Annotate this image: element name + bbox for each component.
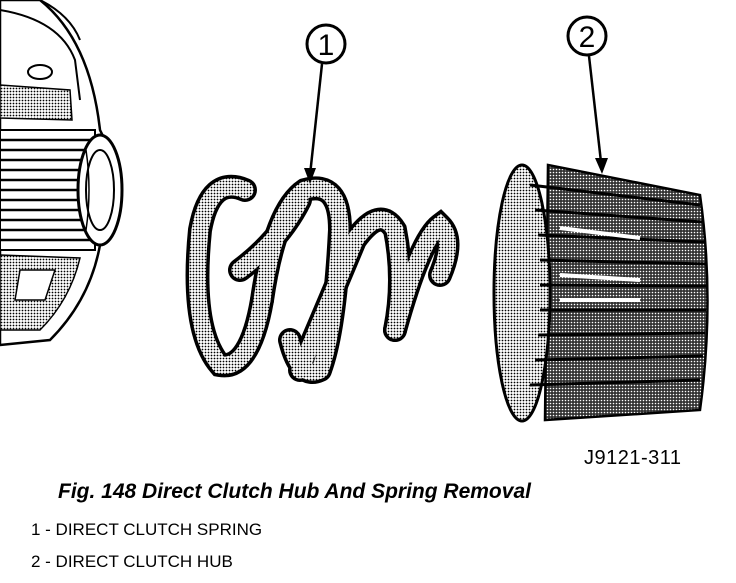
callout-2: 2 — [566, 15, 608, 174]
legend-item-spring: 1 - DIRECT CLUTCH SPRING — [31, 520, 263, 539]
exploded-view-illustration: 1 2 — [0, 0, 709, 423]
callout-1: 1 — [304, 23, 347, 184]
direct-clutch-spring — [185, 174, 460, 384]
callout-2-number: 2 — [579, 21, 596, 54]
shaft-gear — [76, 133, 124, 247]
parts-legend: 1 - DIRECT CLUTCH SPRING 2 - DIRECT CLUT… — [31, 519, 262, 583]
figure-caption: Fig. 148 Direct Clutch Hub And Spring Re… — [58, 480, 531, 503]
transmission-housing — [0, 0, 124, 347]
figure-reference-code: J9121-311 — [584, 447, 682, 469]
callout-1-number: 1 — [318, 29, 335, 62]
direct-clutch-hub — [492, 163, 709, 423]
legend-item-hub: 2 - DIRECT CLUTCH HUB — [31, 552, 233, 571]
